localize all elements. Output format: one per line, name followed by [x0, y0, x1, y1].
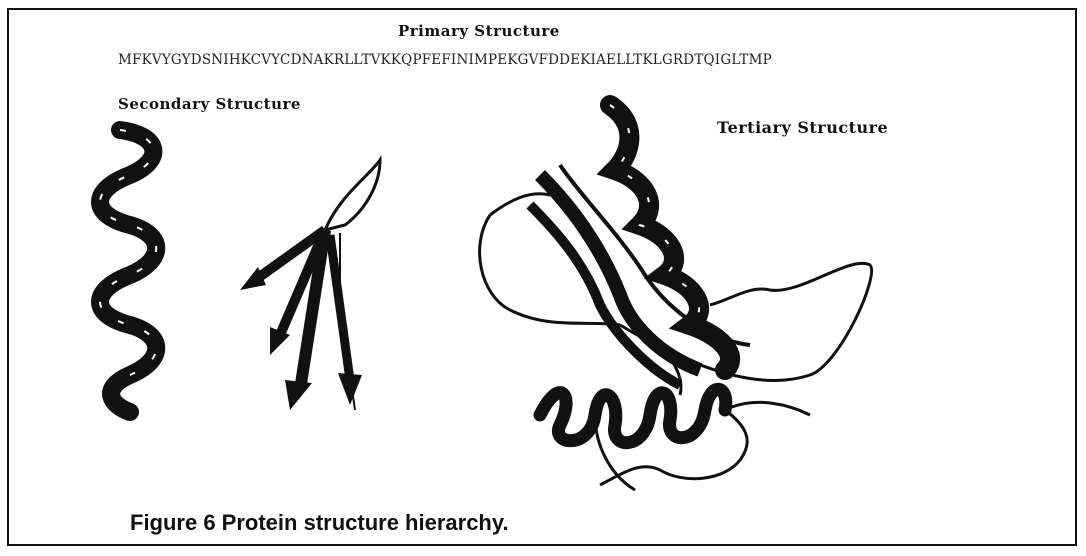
tertiary-fold-ribbon-icon [470, 95, 920, 495]
beta-sheet-arrows-icon [230, 155, 390, 425]
amino-acid-sequence: MFKVYGYDSNIHKCVYCDNAKRLLTVKKQPFEFINIMPEK… [118, 52, 772, 68]
primary-structure-title: Primary Structure [398, 22, 560, 40]
alpha-helix-ribbon-icon [80, 120, 170, 420]
figure-caption: Figure 6 Protein structure hierarchy. [130, 510, 509, 536]
secondary-structure-title: Secondary Structure [118, 95, 301, 113]
